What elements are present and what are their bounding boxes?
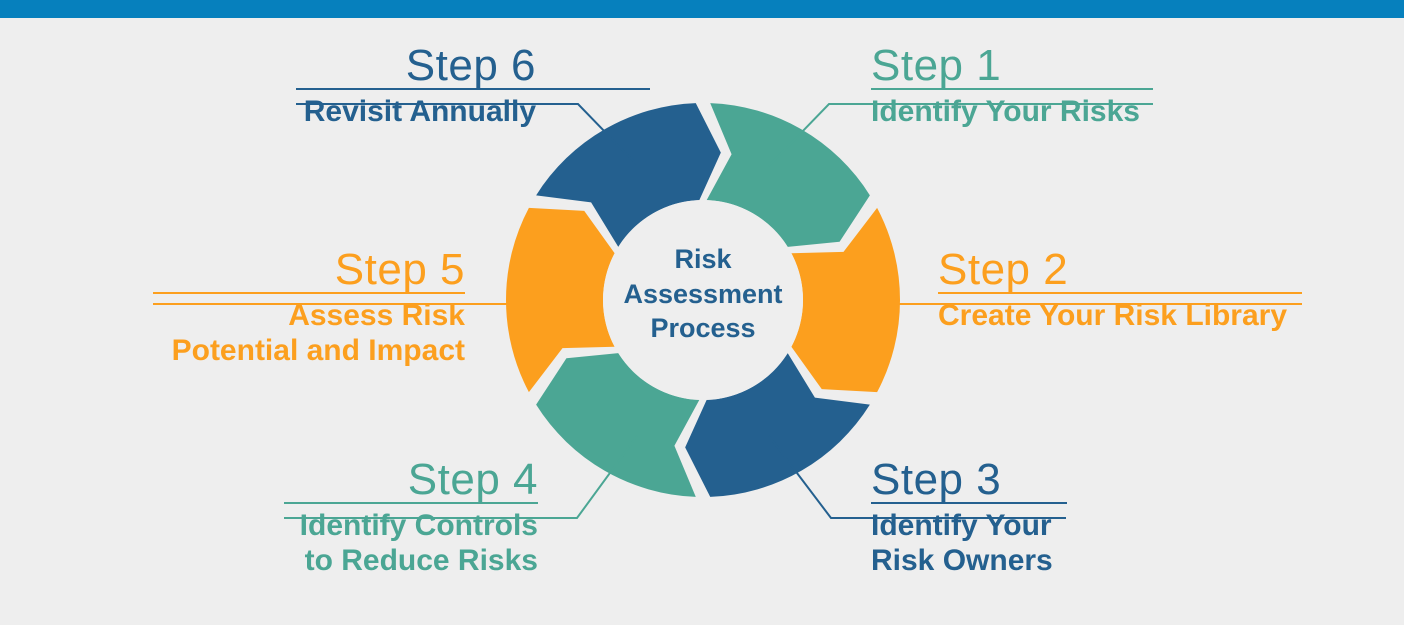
step6-rule (296, 88, 650, 90)
cycle-diagram (153, 103, 1302, 519)
step4-number: Step 4 (407, 455, 538, 504)
center-line-3: Process (650, 313, 756, 344)
step-label-step3[interactable]: Step 3 Identify Your Risk Owners (871, 458, 1067, 579)
step5-number: Step 5 (334, 245, 465, 294)
step-label-step6[interactable]: Step 6 Revisit Annually (296, 41, 650, 129)
connector-step4 (284, 435, 638, 519)
step6-title: Revisit Annually (296, 90, 536, 129)
ring-segment-step4[interactable] (536, 353, 700, 497)
center-label: Risk Assessment Process (603, 242, 803, 346)
ring-segment-step6[interactable] (536, 103, 721, 247)
top-accent-bar (0, 0, 1404, 18)
step5-title: Assess Risk Potential and Impact (153, 294, 465, 369)
step-label-step1[interactable]: Step 1 Identify Your Risks (871, 44, 1153, 129)
connector-step6 (296, 103, 639, 167)
step3-title-line2: Risk Owners (871, 544, 1053, 578)
ring-segments (506, 103, 900, 497)
ring-segment-step3[interactable] (685, 353, 870, 497)
step5-title-line2: Potential and Impact (171, 334, 465, 368)
ring-hub (603, 200, 803, 400)
step6-number: Step 6 (405, 41, 536, 90)
ring-segment-step2[interactable] (791, 207, 900, 393)
step4-title: Identify Controls to Reduce Risks (284, 504, 538, 579)
step5-rule (153, 292, 465, 294)
step1-title: Identify Your Risks (871, 90, 1153, 129)
step2-number: Step 2 (938, 245, 1069, 294)
step3-number: Step 3 (871, 455, 1002, 504)
step2-title: Create Your Risk Library (938, 294, 1302, 333)
step-label-step4[interactable]: Step 4 Identify Controls to Reduce Risks (284, 458, 538, 579)
ring-segment-step1[interactable] (706, 103, 870, 247)
step1-number: Step 1 (871, 41, 1002, 90)
step2-rule (938, 292, 1302, 294)
connector-step1 (768, 103, 1153, 167)
step4-title-line1: Identify Controls (299, 509, 538, 542)
step-label-step5[interactable]: Step 5 Assess Risk Potential and Impact (153, 248, 465, 369)
ring-segment-step5[interactable] (506, 207, 615, 393)
center-line-1: Risk (674, 244, 732, 274)
step5-title-line1: Assess Risk (288, 299, 465, 332)
step3-title-line1: Identify Your (871, 509, 1052, 542)
step1-rule (871, 88, 1153, 90)
step1-title-line1: Identify Your Risks (871, 95, 1140, 128)
step3-title: Identify Your Risk Owners (871, 504, 1067, 579)
step4-rule (284, 502, 538, 504)
step6-title-line1: Revisit Annually (303, 95, 536, 128)
connector-step3 (768, 435, 1066, 519)
diagram-stage: Risk Assessment Process Step 6 Revisit A… (0, 18, 1404, 625)
step3-rule (871, 502, 1067, 504)
step-label-step2[interactable]: Step 2 Create Your Risk Library (938, 248, 1302, 333)
center-line-2: Assessment (623, 278, 783, 309)
step2-title-line1: Create Your Risk Library (938, 299, 1288, 332)
step4-title-line2: to Reduce Risks (304, 544, 538, 578)
connector-lines (153, 103, 1302, 519)
